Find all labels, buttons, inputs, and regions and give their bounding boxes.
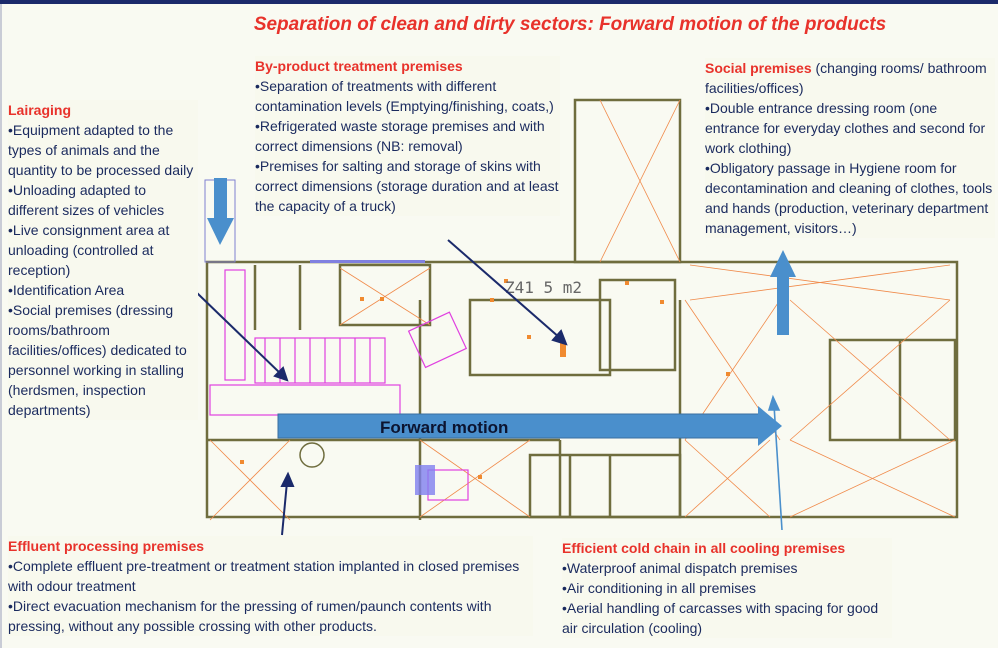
effluent-item: •Complete effluent pre-treatment or trea… — [8, 558, 520, 594]
lairaging-item: •Identification Area — [8, 282, 125, 298]
left-rule — [0, 4, 2, 648]
top-rule — [0, 0, 998, 4]
coldchain-item: •Air conditioning in all premises — [562, 580, 756, 596]
byproduct-item: •Separation of treatments with different… — [255, 78, 554, 114]
coldchain-pointer-arrow — [767, 394, 783, 531]
lairaging-heading: Lairaging — [8, 102, 72, 118]
byproduct-item: •Premises for salting and storage of ski… — [255, 158, 559, 214]
effluent-box: Effluent processing premises •Complete e… — [8, 536, 533, 636]
lairaging-item: •Equipment adapted to the types of anima… — [8, 122, 194, 178]
forward-motion-arrow — [277, 406, 782, 446]
byproduct-box: By-product treatment premises •Separatio… — [255, 56, 560, 216]
lairaging-item: •Social premises (dressing rooms/bathroo… — [8, 302, 187, 418]
lairaging-down-arrow — [207, 178, 234, 245]
lairaging-item: •Unloading adapted to different sizes of… — [8, 182, 165, 218]
social-up-arrow — [770, 250, 796, 335]
byproduct-item: •Refrigerated waste storage premises and… — [255, 118, 545, 154]
social-heading-suffix: (changing rooms/ bathroom facilities/off… — [705, 60, 987, 96]
coldchain-item: •Waterproof animal dispatch premises — [562, 560, 798, 576]
effluent-item: •Direct evacuation mechanism for the pre… — [8, 598, 492, 634]
lairaging-box: Lairaging •Equipment adapted to the type… — [8, 100, 198, 420]
forward-motion-label: Forward motion — [380, 418, 509, 437]
area-label: Z41 5 m2 — [505, 278, 582, 297]
social-box: Social premises (changing rooms/ bathroo… — [705, 58, 995, 238]
pointer-arrows — [195, 239, 568, 536]
effluent-heading: Effluent processing premises — [8, 538, 205, 554]
coldchain-heading: Efficient cold chain in all cooling prem… — [562, 540, 846, 556]
slide-title: Separation of clean and dirty sectors: F… — [253, 14, 887, 35]
lairaging-item: •Live consignment area at unloading (con… — [8, 222, 170, 278]
byproduct-heading: By-product treatment premises — [255, 58, 463, 74]
coldchain-item: •Aerial handling of carcasses with spaci… — [562, 600, 879, 636]
social-item: •Obligatory passage in Hygiene room for … — [705, 160, 993, 236]
coldchain-box: Efficient cold chain in all cooling prem… — [562, 538, 892, 638]
social-item: •Double entrance dressing room (one entr… — [705, 100, 986, 156]
social-heading: Social premises — [705, 60, 812, 76]
